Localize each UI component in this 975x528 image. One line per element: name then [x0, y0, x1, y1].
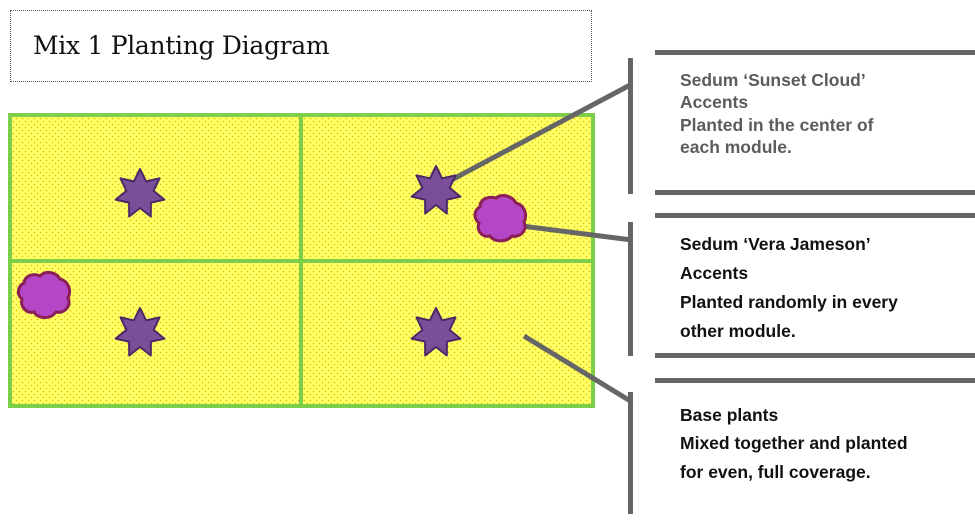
callout-line: Accents — [680, 92, 749, 113]
callout-line: other module. — [680, 321, 796, 342]
callout-line: Accents — [680, 263, 749, 284]
leader-line-base-plants — [522, 333, 634, 405]
callout-line: Mixed together and planted — [680, 433, 908, 454]
page-title: Mix 1 Planting Diagram — [33, 31, 330, 60]
blob-icon — [473, 194, 528, 243]
callout-bars — [628, 58, 633, 514]
star-icon-group — [114, 165, 462, 357]
callout-line: Base plants — [680, 405, 779, 425]
title-box: Mix 1 Planting Diagram — [10, 10, 592, 82]
blob-icon-group — [16, 194, 528, 320]
callout-line: Sedum ‘Sunset Cloud’ — [680, 70, 866, 90]
star-icon — [410, 165, 462, 215]
leader-line-sunset-cloud — [438, 81, 634, 189]
callout-sunset-cloud: Sedum ‘Sunset Cloud’ Accents Planted in … — [655, 50, 975, 195]
callout-line: Planted in the center of — [680, 114, 874, 135]
star-icon — [410, 307, 462, 357]
callout-base-plants: Base plants Mixed together and planted f… — [655, 378, 975, 528]
star-icon — [114, 307, 166, 357]
diagram-canvas — [8, 58, 634, 514]
planting-diagram: Mix 1 Planting Diagram Sedum ‘Sunset Clo… — [8, 10, 975, 514]
module-grid — [8, 113, 595, 408]
blob-icon — [16, 270, 72, 320]
callout-line: Planted randomly in every — [680, 292, 898, 313]
callout-line: Sedum ‘Vera Jameson’ — [680, 234, 871, 254]
callout-line: for even, full coverage. — [680, 461, 871, 482]
callout-line: each module. — [680, 137, 792, 158]
star-icon — [114, 168, 166, 218]
leader-lines — [438, 81, 634, 405]
callout-vera-jameson: Sedum ‘Vera Jameson’ Accents Planted ran… — [655, 213, 975, 358]
leader-line-vera-jameson — [505, 221, 633, 243]
